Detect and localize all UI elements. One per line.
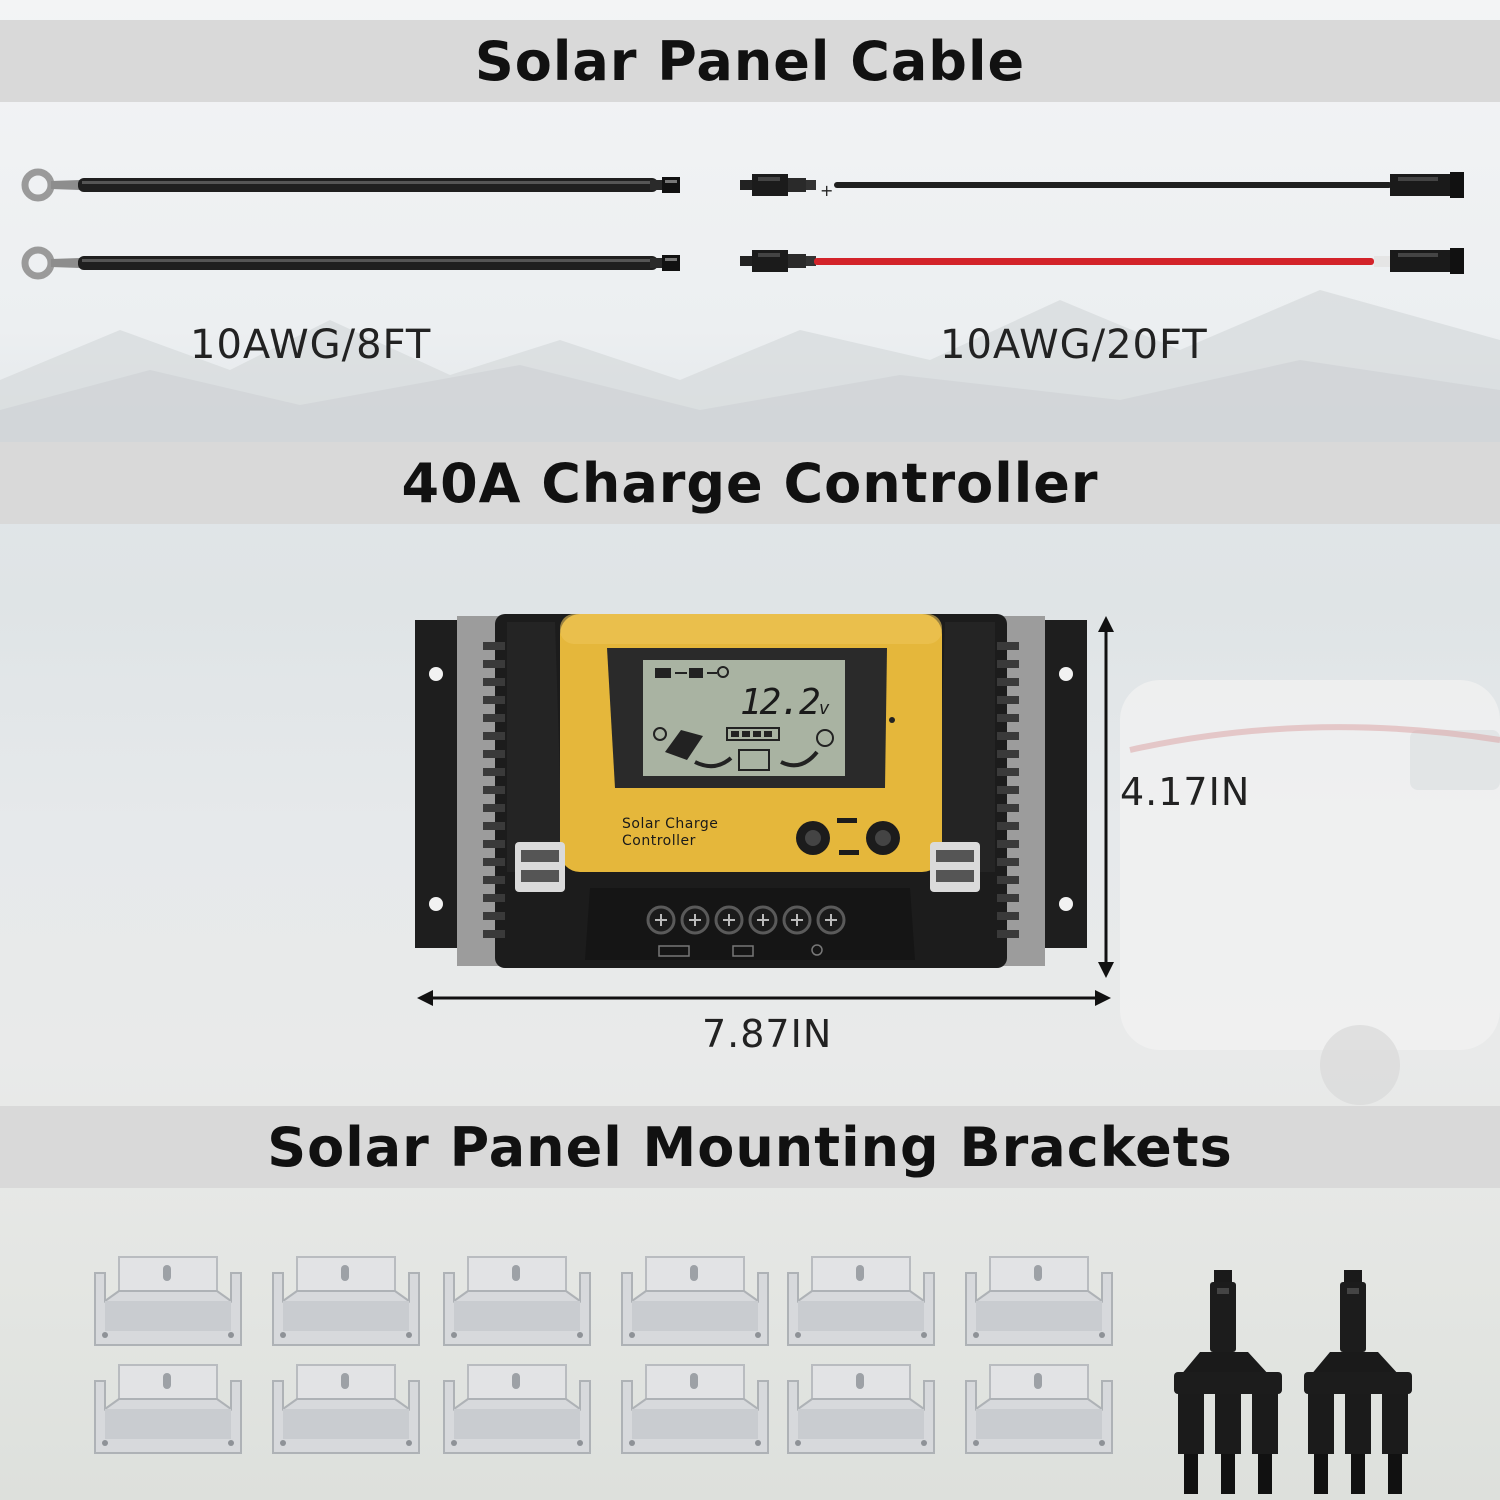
- cable-section-title: Solar Panel Cable: [474, 29, 1026, 93]
- controller-section-title: 40A Charge Controller: [401, 451, 1099, 515]
- cable-section-banner: Solar Panel Cable: [0, 20, 1500, 102]
- mounting-bracket: [621, 1256, 769, 1346]
- height-dimension-arrow: [1098, 616, 1114, 978]
- left-cable-spec: 10AWG/8FT: [190, 322, 432, 368]
- face-label-line1: Solar Charge: [622, 816, 719, 832]
- plus-polarity-mark: +: [820, 181, 835, 200]
- lcd-voltage-unit: v: [818, 698, 830, 719]
- mounting-bracket: [787, 1256, 935, 1346]
- mounting-bracket: [443, 1364, 591, 1454]
- mounting-bracket: [787, 1364, 935, 1454]
- width-dimension-arrow: [417, 990, 1111, 1006]
- right-cable-spec: 10AWG/20FT: [940, 322, 1208, 368]
- mounting-bracket: [621, 1364, 769, 1454]
- mounting-bracket: [443, 1256, 591, 1346]
- mounting-bracket: [965, 1364, 1113, 1454]
- mc4-cable-red: [740, 248, 1464, 274]
- mountain-backdrop: [0, 290, 1500, 460]
- brackets-section-title: Solar Panel Mounting Brackets: [267, 1115, 1233, 1179]
- controller-section-banner: 40A Charge Controller: [0, 442, 1500, 524]
- face-label-line2: Controller: [622, 833, 696, 849]
- mounting-bracket: [965, 1256, 1113, 1346]
- mounting-bracket: [94, 1364, 242, 1454]
- brackets-section-banner: Solar Panel Mounting Brackets: [0, 1106, 1500, 1188]
- mounting-bracket: [94, 1256, 242, 1346]
- mounting-bracket: [272, 1364, 420, 1454]
- ring-terminal-cable-black-2: [21, 246, 680, 280]
- ring-terminal-cable-black-1: [21, 168, 680, 202]
- height-dimension-label: 4.17IN: [1120, 770, 1251, 814]
- y-branch-connector-1: [1174, 1270, 1282, 1494]
- width-dimension-label: 7.87IN: [702, 1012, 833, 1056]
- controller-face-label: Solar Charge Controller: [622, 816, 718, 850]
- mc4-cable-black: [740, 172, 1464, 198]
- mounting-bracket: [272, 1256, 420, 1346]
- y-branch-connector-2: [1304, 1270, 1412, 1494]
- lcd-voltage-readout: 12.2v: [740, 682, 830, 723]
- charge-controller-image: [415, 614, 1087, 968]
- rv-backdrop: [1120, 680, 1500, 1105]
- lcd-voltage-value: 12.2: [740, 682, 821, 723]
